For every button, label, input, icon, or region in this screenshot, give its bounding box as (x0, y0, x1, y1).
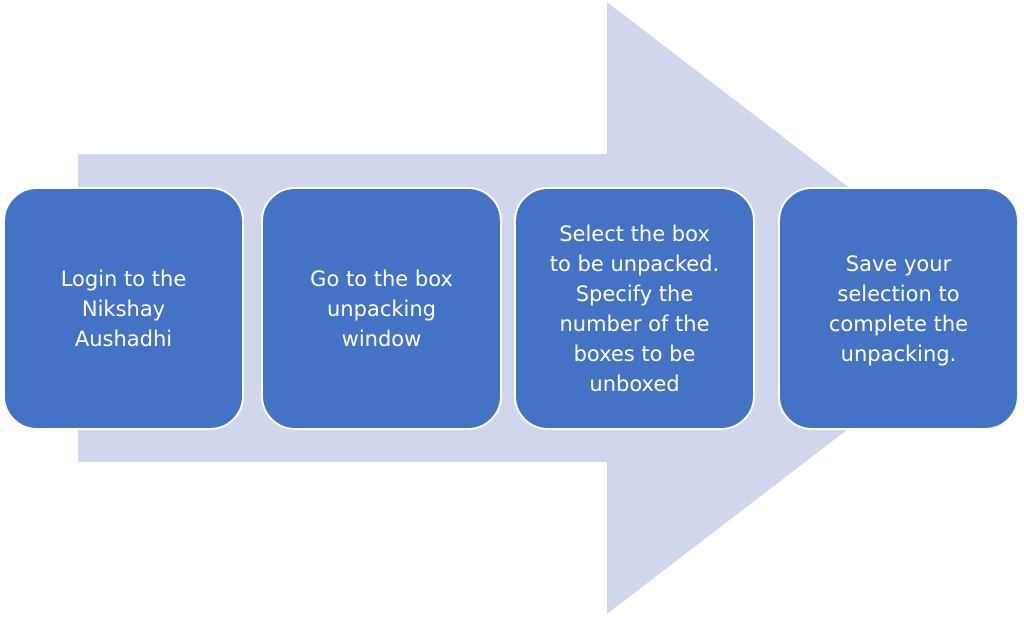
step-login: Login to the Nikshay Aushadhi (3, 187, 244, 430)
step-save-selection-text: Save your selection to complete the unpa… (828, 251, 969, 366)
step-open-unpacking-window: Go to the box unpacking window (261, 187, 502, 430)
step-save-selection: Save your selection to complete the unpa… (778, 187, 1019, 430)
step-select-box: Select the box to be unpacked. Specify t… (514, 187, 755, 430)
step-login-text: Login to the Nikshay Aushadhi (60, 266, 187, 351)
step-select-box-text: Select the box to be unpacked. Specify t… (549, 221, 720, 396)
step-open-unpacking-window-text: Go to the box unpacking window (310, 266, 453, 351)
